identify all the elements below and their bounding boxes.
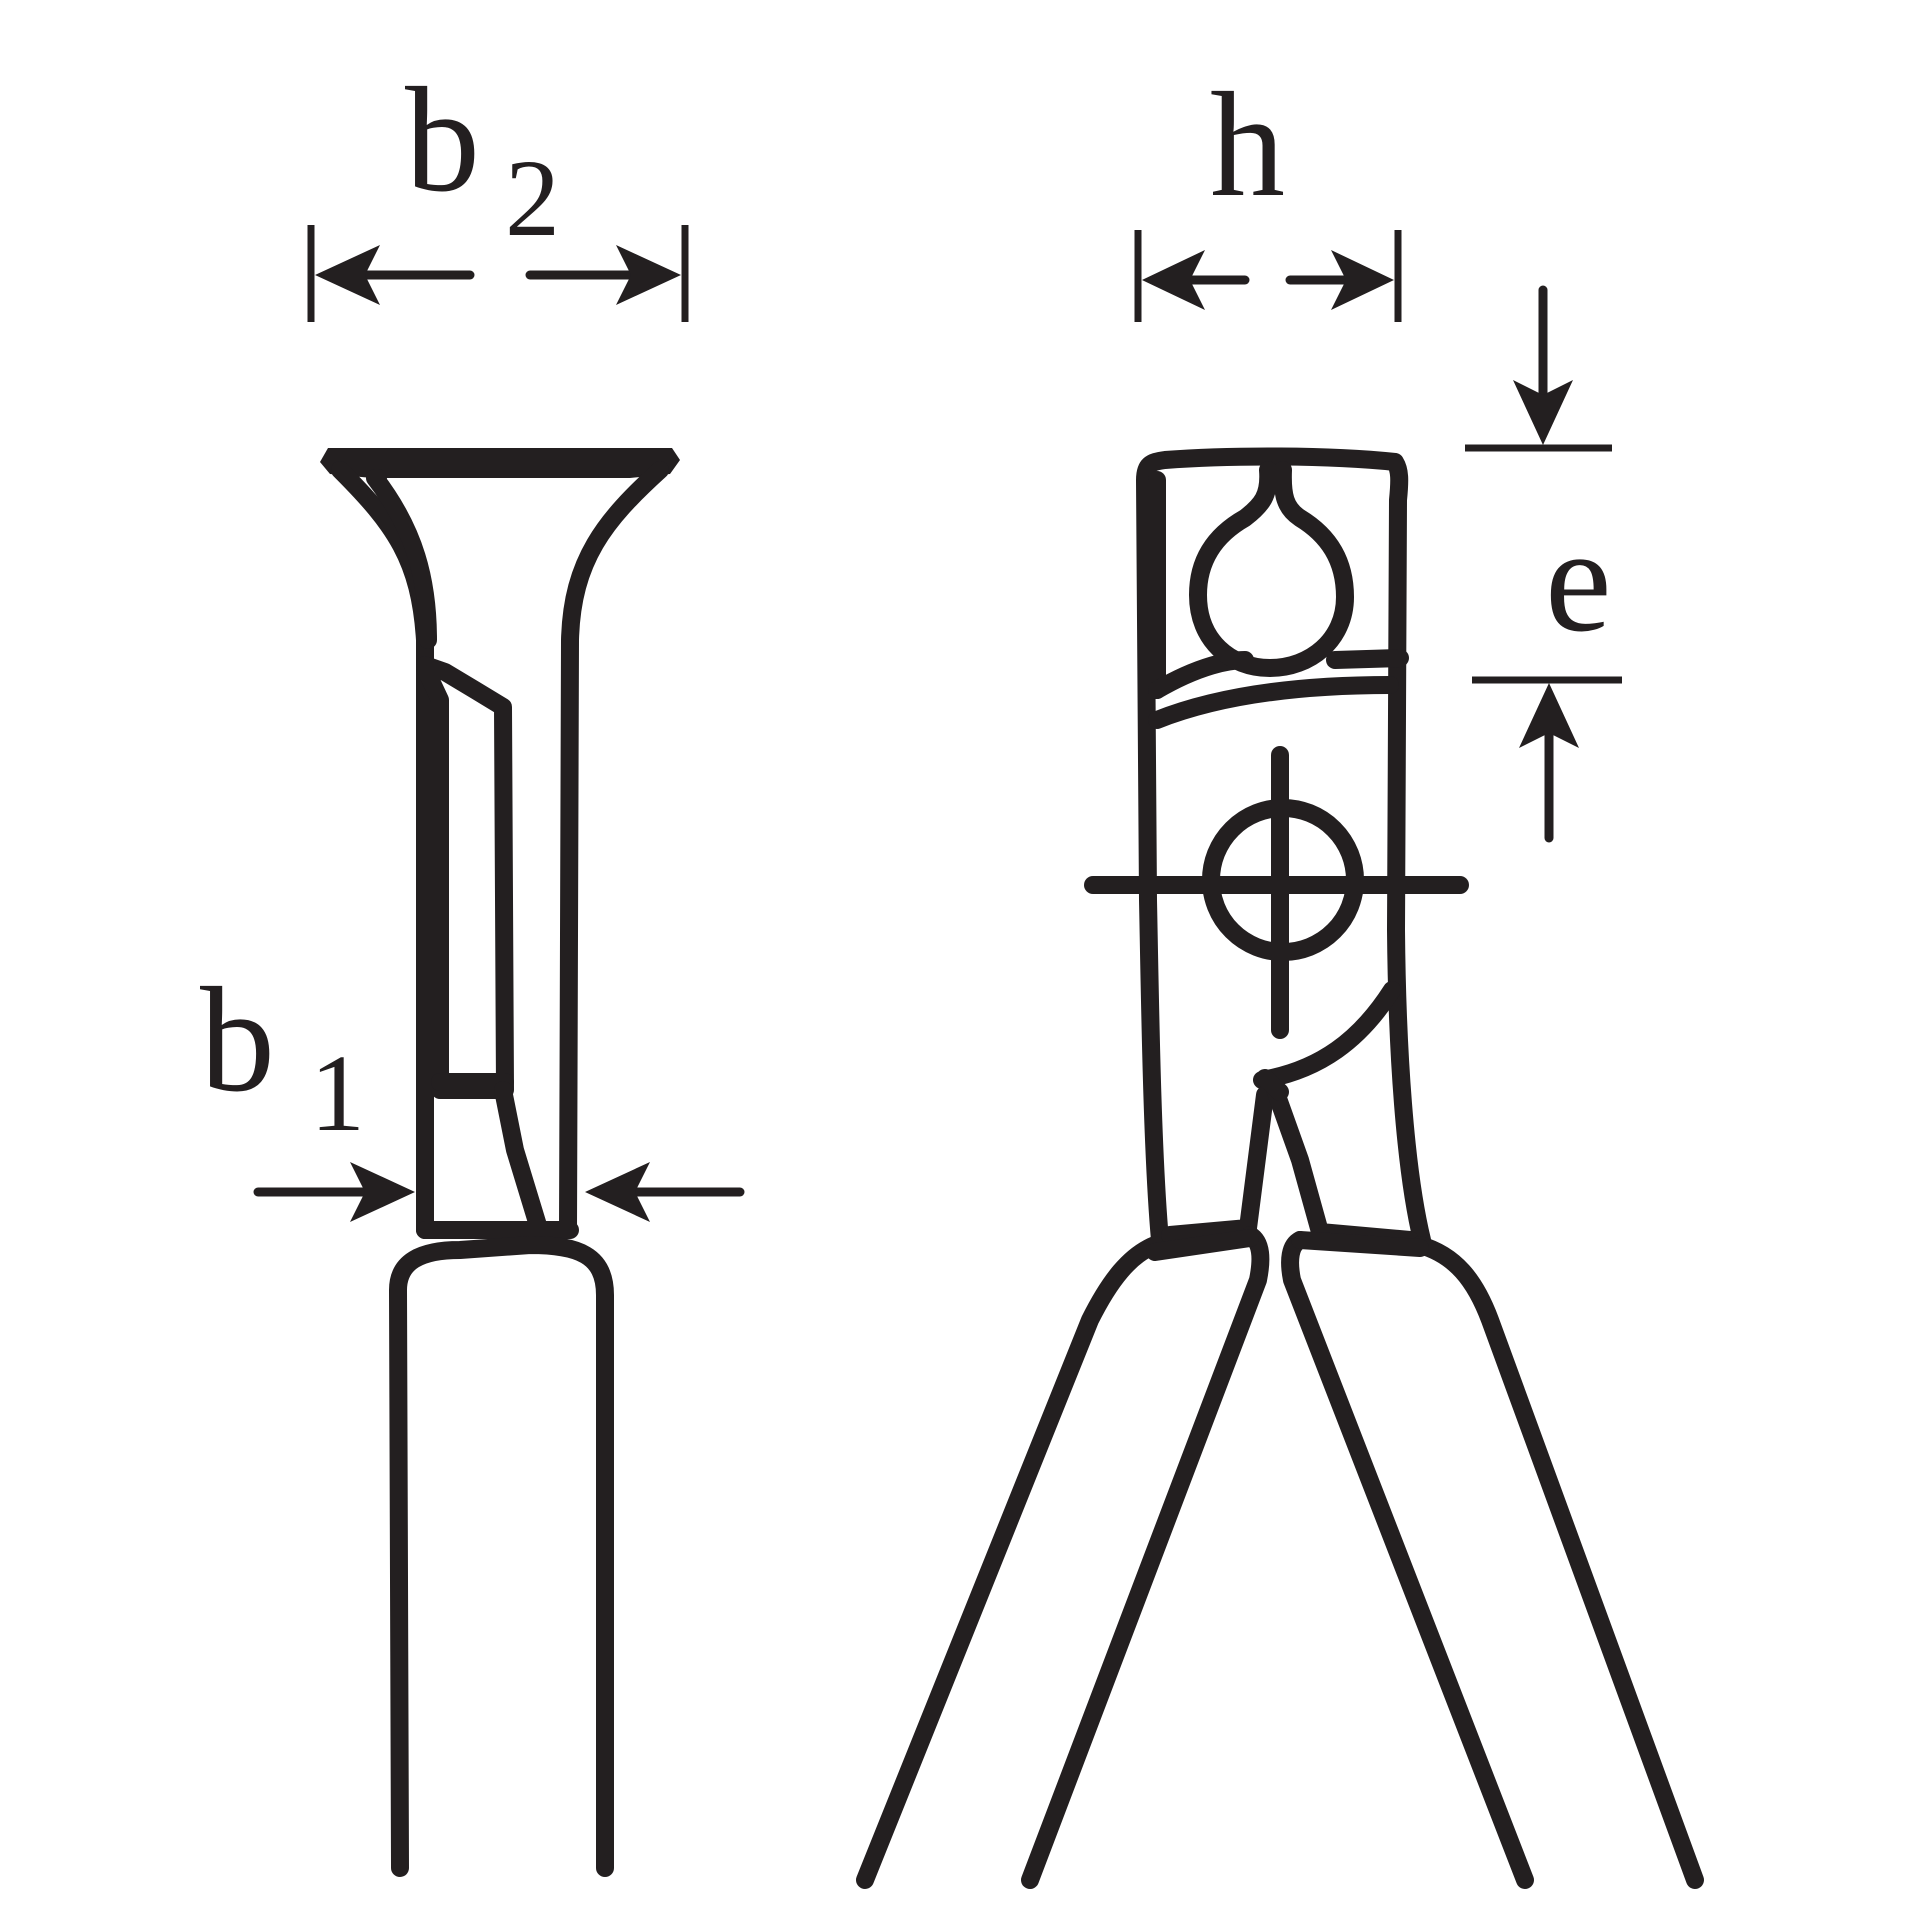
e-arrow-bottom bbox=[1519, 683, 1579, 748]
b2-arrow-left bbox=[315, 245, 380, 305]
pliers-side-view bbox=[320, 448, 680, 1877]
front-view-head-frame bbox=[1136, 447, 1431, 1249]
b2-arrow-right bbox=[616, 245, 681, 305]
side-view-head-right-edge bbox=[559, 461, 669, 1239]
b1-arrow-left bbox=[350, 1162, 415, 1222]
dimension-h: h bbox=[1134, 62, 1402, 322]
side-view-cutting-edge bbox=[320, 448, 680, 478]
e-arrow-top bbox=[1513, 380, 1573, 445]
front-view-handle-left-outer bbox=[856, 1236, 1164, 1889]
side-view-inner-flare bbox=[366, 469, 437, 649]
front-view-cutting-opening bbox=[1189, 461, 1354, 677]
h-arrow-left bbox=[1142, 250, 1205, 310]
h-arrow-right bbox=[1331, 250, 1394, 310]
label-h: h bbox=[1210, 62, 1285, 228]
front-view-jaw-base-right bbox=[1326, 649, 1409, 669]
front-view-handle-right-cap bbox=[1291, 1231, 1429, 1257]
front-view-handle-left-cap bbox=[1146, 1229, 1259, 1261]
front-view-handle-right-outer bbox=[1411, 1236, 1704, 1889]
label-b2-main: b bbox=[405, 57, 480, 223]
side-view-jaw-panel bbox=[416, 656, 514, 1099]
front-view-arm-left-inner bbox=[1161, 1081, 1281, 1244]
front-view-jaw-curve bbox=[1148, 676, 1399, 729]
label-b1-main: b bbox=[200, 957, 275, 1123]
b1-arrow-right bbox=[585, 1162, 650, 1222]
label-e: e bbox=[1545, 497, 1612, 663]
front-view-handle-left-inner bbox=[1021, 1226, 1270, 1889]
dimension-e: e bbox=[1465, 285, 1622, 843]
pliers-front-view bbox=[856, 447, 1704, 1889]
side-view-jaw-taper bbox=[494, 1081, 549, 1241]
dimension-b1: b 1 bbox=[200, 957, 745, 1222]
label-b1-sub: 1 bbox=[310, 1032, 365, 1154]
label-b2-sub: 2 bbox=[505, 137, 560, 259]
front-view-pivot-curve bbox=[1253, 981, 1401, 1089]
side-view-handle bbox=[389, 1236, 614, 1877]
front-view-crotch bbox=[1256, 1069, 1289, 1101]
dimension-b2: b 2 bbox=[307, 57, 689, 322]
front-view-arm-right-inner bbox=[1266, 1081, 1419, 1249]
